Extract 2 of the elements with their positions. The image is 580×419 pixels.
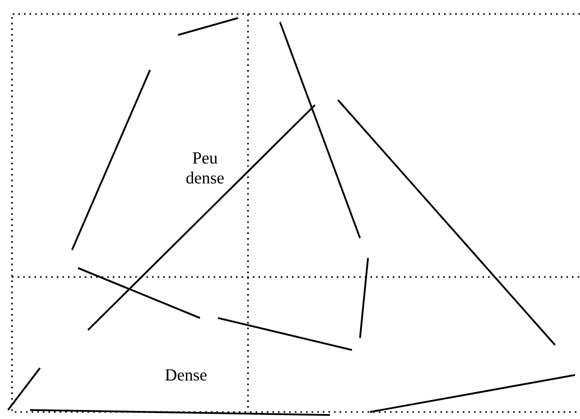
region-label: Dense (165, 369, 207, 381)
region-label: Peu dense (186, 152, 224, 184)
